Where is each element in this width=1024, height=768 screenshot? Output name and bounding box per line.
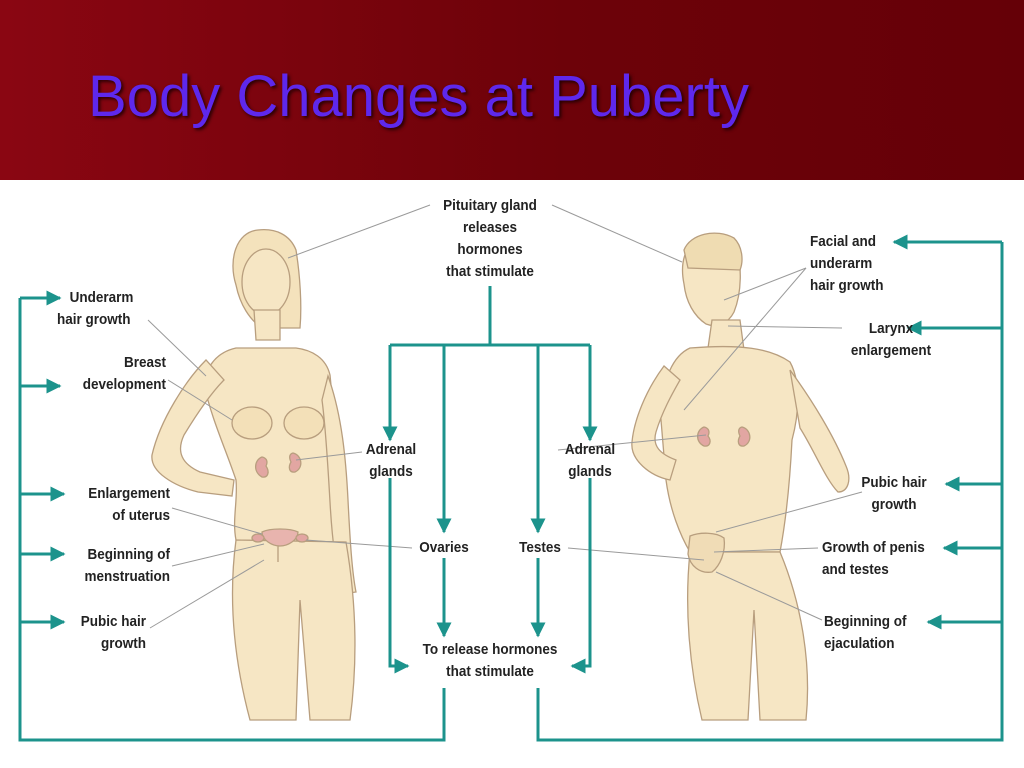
leader-underarm-female: [147, 319, 207, 377]
leader-testes: [567, 547, 705, 561]
female-ovary-left: [251, 533, 265, 543]
label-testes: Testes: [519, 539, 561, 556]
slide-header: Body Changes at Puberty: [0, 0, 1024, 180]
diagram-panel: Pituitary gland releases hormones that s…: [0, 180, 1024, 768]
female-head: [241, 248, 291, 316]
label-adrenal-glands-female: Adrenal glands: [365, 441, 417, 480]
label-breast-development: Breast development: [82, 354, 166, 393]
label-beginning-of-ejaculation: Beginning of ejaculation: [824, 613, 907, 652]
female-kidney-right: [288, 452, 302, 473]
leader-facial-b: [683, 267, 807, 411]
label-pituitary-gland: Pituitary gland releases hormones that s…: [443, 197, 537, 280]
label-release-hormones: To release hormones that stimulate: [422, 641, 558, 680]
male-right-arm: [789, 369, 850, 493]
label-enlargement-of-uterus: Enlargement of uterus: [88, 485, 170, 524]
male-figure: [631, 232, 850, 721]
arrow-female-loop: [18, 298, 446, 742]
female-breast-left: [231, 406, 273, 440]
leader-pubic-male: [715, 491, 863, 533]
leader-menstruation: [171, 543, 265, 567]
male-kidney-left: [696, 426, 711, 447]
female-left-arm: [151, 359, 235, 497]
label-facial-underarm-hair: Facial and underarm hair growth: [810, 233, 884, 294]
male-hair: [683, 232, 743, 271]
female-uterus: [261, 528, 299, 562]
label-beginning-of-menstruation: Beginning of menstruation: [84, 546, 170, 585]
male-left-arm: [631, 365, 681, 481]
female-legs: [231, 539, 356, 721]
puberty-diagram: [18, 204, 1004, 742]
leader-penis: [713, 547, 819, 553]
arrow-adrenal-male-to-release: [570, 478, 592, 674]
male-neck: [707, 319, 745, 351]
leader-ovaries: [305, 539, 413, 549]
female-breast-right: [283, 406, 325, 440]
label-growth-of-penis-testes: Growth of penis and testes: [822, 539, 925, 578]
leader-uterus: [171, 507, 263, 535]
label-adrenal-glands-male: Adrenal glands: [564, 441, 616, 480]
leader-pubic-female: [149, 559, 265, 629]
hormone-flow-arrows: [18, 234, 1004, 742]
leader-ejaculation: [715, 571, 823, 621]
female-kidney-left: [254, 456, 269, 478]
leader-pituitary-male: [551, 204, 683, 263]
leader-breast: [167, 379, 233, 421]
leader-adrenal-male: [557, 434, 707, 451]
female-figure: [151, 229, 357, 721]
arrow-adrenal-female-to-release: [388, 478, 410, 674]
female-torso: [203, 347, 347, 543]
male-torso: [659, 345, 799, 553]
label-larynx-enlargement: Larynx enlargement: [850, 320, 932, 359]
leader-larynx: [727, 325, 843, 329]
leader-facial-a: [723, 267, 807, 301]
female-ovary-right: [295, 533, 309, 543]
male-kidney-right: [737, 426, 751, 447]
label-underarm-hair-female: Underarm hair growth: [57, 289, 134, 328]
female-neck: [253, 309, 281, 341]
male-legs: [687, 551, 809, 721]
leader-lines: [147, 204, 863, 629]
arrow-male-loop: [536, 242, 1004, 742]
slide-title: Body Changes at Puberty: [88, 64, 749, 129]
leader-adrenal-female: [295, 451, 363, 461]
label-pubic-hair-male: Pubic hair growth: [861, 474, 927, 513]
label-pubic-hair-female: Pubic hair growth: [80, 613, 146, 652]
label-ovaries: Ovaries: [419, 539, 469, 556]
male-genitals: [687, 532, 726, 573]
leader-pituitary-female: [287, 204, 431, 259]
